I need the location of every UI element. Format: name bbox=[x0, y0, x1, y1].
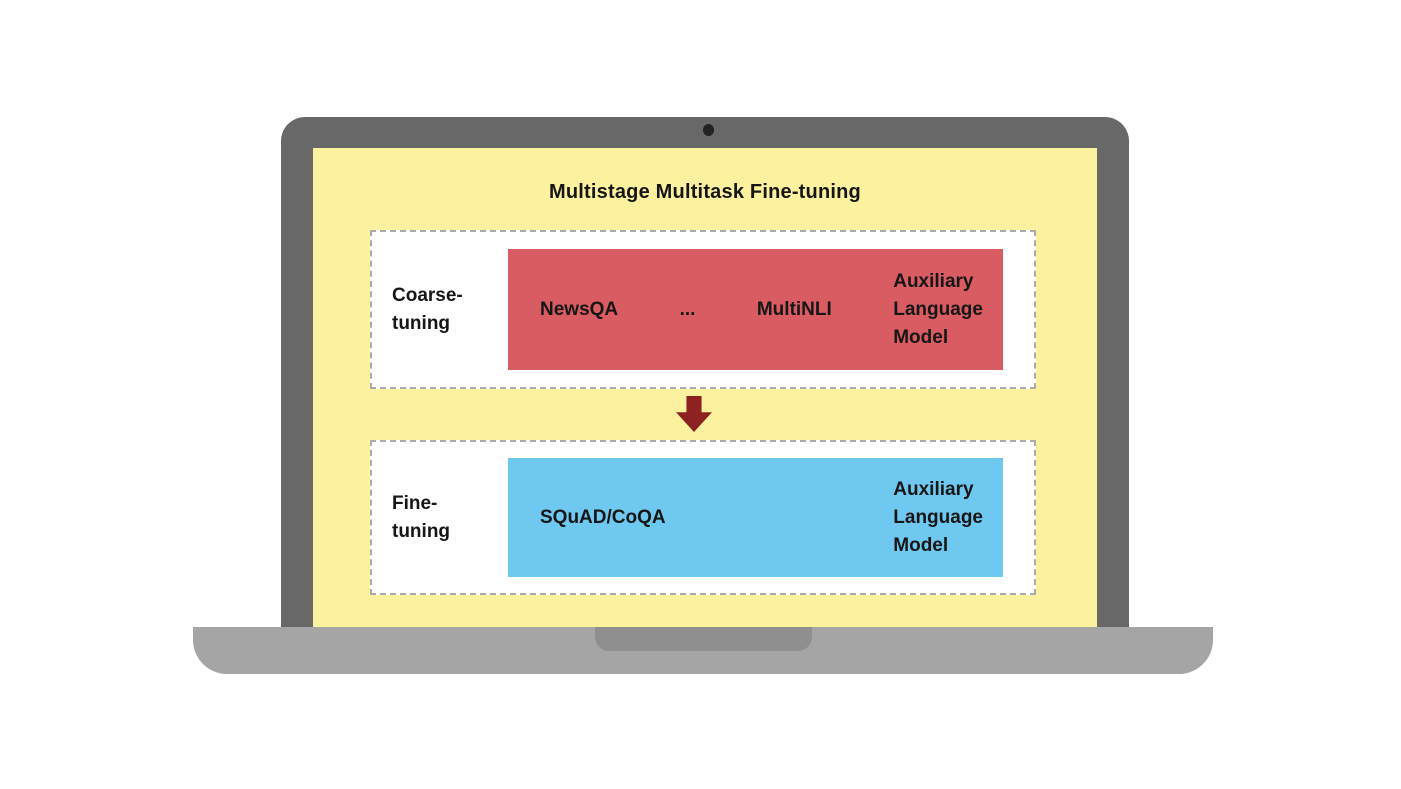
fine-tuning-task-bar: SQuAD/CoQA Auxiliary Language Model bbox=[508, 458, 1003, 577]
webcam-dot-icon bbox=[703, 124, 714, 136]
laptop-base bbox=[193, 627, 1213, 674]
diagram-title: Multistage Multitask Fine-tuning bbox=[549, 181, 861, 203]
aux-language-model-label: Auxiliary Language Model bbox=[893, 478, 983, 556]
task-ellipsis: ... bbox=[679, 298, 696, 320]
laptop-base-notch bbox=[595, 627, 812, 651]
fine-tuning-label: Fine- tuning bbox=[392, 492, 451, 542]
task-multinli: MultiNLI bbox=[756, 298, 832, 320]
coarse-tuning-stage-box: Coarse- tuning NewsQA ... MultiNLI Auxil… bbox=[370, 230, 1036, 389]
task-squad-coqa: SQuAD/CoQA bbox=[540, 506, 666, 528]
down-arrow-icon bbox=[676, 396, 712, 432]
task-newsqa: NewsQA bbox=[540, 298, 619, 320]
aux-language-model-label: Auxiliary Language Model bbox=[893, 270, 983, 348]
coarse-tuning-task-bar: NewsQA ... MultiNLI Auxiliary Language M… bbox=[508, 249, 1003, 370]
laptop-screen: Multistage Multitask Fine-tuning Coarse-… bbox=[313, 148, 1097, 627]
fine-tuning-stage-box: Fine- tuning SQuAD/CoQA Auxiliary Langua… bbox=[370, 440, 1036, 595]
laptop-screen-bezel: Multistage Multitask Fine-tuning Coarse-… bbox=[281, 117, 1129, 627]
coarse-tuning-label: Coarse- tuning bbox=[392, 284, 463, 334]
